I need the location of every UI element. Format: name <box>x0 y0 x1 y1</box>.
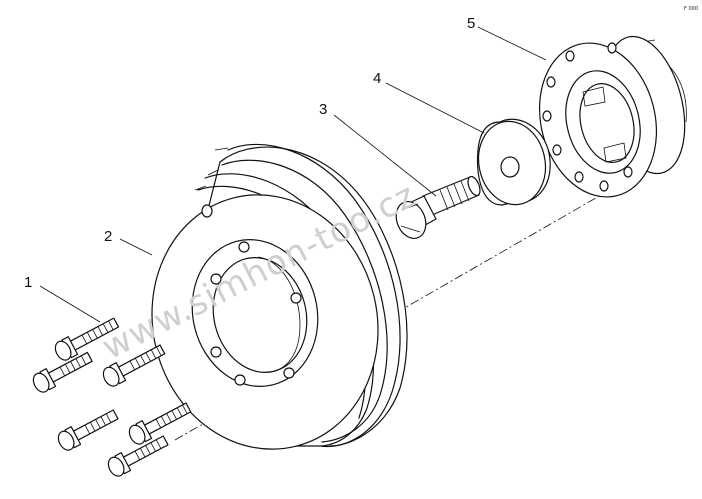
bolt-d <box>57 409 119 451</box>
bolt-set-part <box>32 317 192 477</box>
leader-lines <box>39 26 547 323</box>
callout-4: 4 <box>373 70 381 87</box>
pulley-bolt-holes <box>201 204 302 386</box>
washer-part <box>476 118 551 206</box>
leader-2 <box>119 238 153 256</box>
bolt-e <box>128 402 192 445</box>
bolt-a <box>54 317 120 361</box>
corner-mark: F 000 <box>684 6 698 12</box>
hub-bolt-holes <box>542 42 633 192</box>
leader-4 <box>385 82 485 134</box>
leader-3 <box>333 114 437 197</box>
callout-1: 1 <box>24 274 32 291</box>
hub-part <box>538 35 687 198</box>
callout-2: 2 <box>104 228 112 245</box>
callout-3: 3 <box>319 101 327 118</box>
leader-1 <box>39 285 101 323</box>
bolt-c <box>102 344 166 387</box>
bolt-f <box>107 435 169 477</box>
bolt-b <box>32 351 93 393</box>
leader-5 <box>477 26 547 61</box>
center-bolt-part <box>395 175 481 239</box>
callout-5: 5 <box>467 15 475 32</box>
pulley-part <box>151 143 408 450</box>
